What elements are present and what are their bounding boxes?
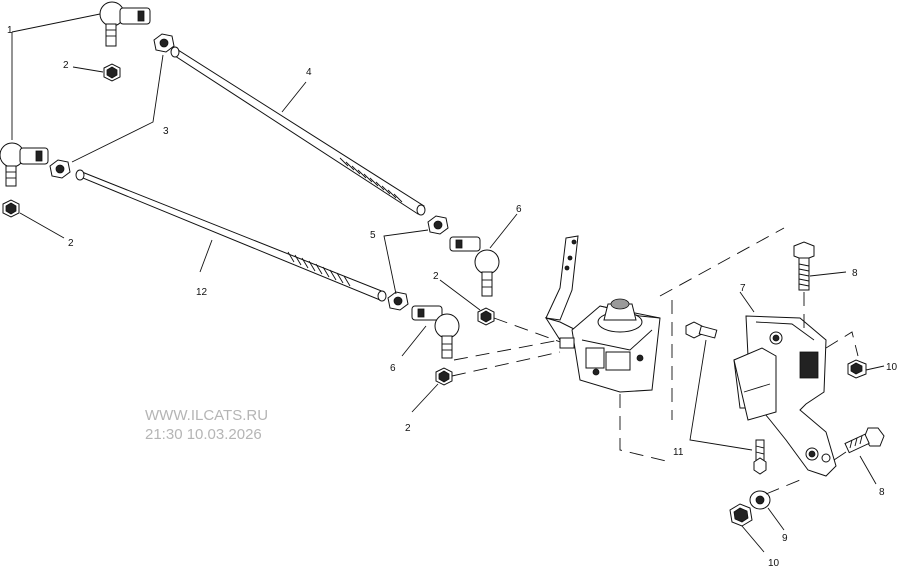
- watermark-stamp: 21:30 10.03.2026: [145, 426, 262, 443]
- ball-joint-top: [99, 1, 151, 47]
- callout-5: 5: [370, 230, 376, 241]
- jam-nut-3-left: [49, 159, 71, 179]
- bolt-8-lower: [844, 427, 885, 454]
- callout-2-shifter-upper: 2: [433, 271, 439, 282]
- callout-1: 1: [7, 25, 13, 36]
- callout-10-bottom: 10: [768, 558, 780, 566]
- callout-12: 12: [196, 287, 208, 298]
- ball-joint-6-lower: [411, 305, 460, 359]
- callout-8-lower: 8: [879, 487, 885, 498]
- callout-11: 11: [673, 447, 684, 458]
- nut-2-top: [103, 63, 121, 82]
- bolt-11-lower: [753, 439, 767, 475]
- callout-6-upper: 6: [516, 204, 522, 215]
- ball-joint-left: [0, 142, 49, 187]
- jam-nut-3-top: [153, 33, 175, 53]
- bolt-11-upper: [685, 321, 718, 339]
- nut-10-right: [847, 359, 867, 379]
- nut-2-left: [2, 199, 20, 218]
- callout-2-shifter-lower: 2: [405, 423, 411, 434]
- callout-2-left: 2: [68, 238, 74, 249]
- mounting-bracket: [733, 315, 837, 477]
- jam-nut-5-upper: [427, 215, 449, 235]
- callout-3: 3: [163, 126, 169, 137]
- callout-10-right: 10: [886, 362, 898, 373]
- rod-4: [170, 46, 426, 216]
- callout-7: 7: [740, 283, 746, 294]
- jam-nut-5-lower: [387, 291, 409, 311]
- rod-12: [75, 169, 387, 302]
- watermark-site: WWW.ILCATS.RU: [145, 407, 268, 424]
- callout-8-upper: 8: [852, 268, 858, 279]
- callout-2-top: 2: [63, 60, 69, 71]
- nut-10-bottom: [729, 503, 753, 527]
- callout-6-lower: 6: [390, 363, 396, 374]
- bolt-8-upper: [793, 241, 815, 291]
- callout-9: 9: [782, 533, 788, 544]
- ball-joint-6-upper: [449, 236, 500, 297]
- shifter-assembly: [544, 235, 661, 393]
- nut-2-shifter-lower: [435, 367, 453, 386]
- washer-9: [749, 490, 771, 510]
- callout-4: 4: [306, 67, 312, 78]
- nut-2-shifter-upper: [477, 307, 495, 326]
